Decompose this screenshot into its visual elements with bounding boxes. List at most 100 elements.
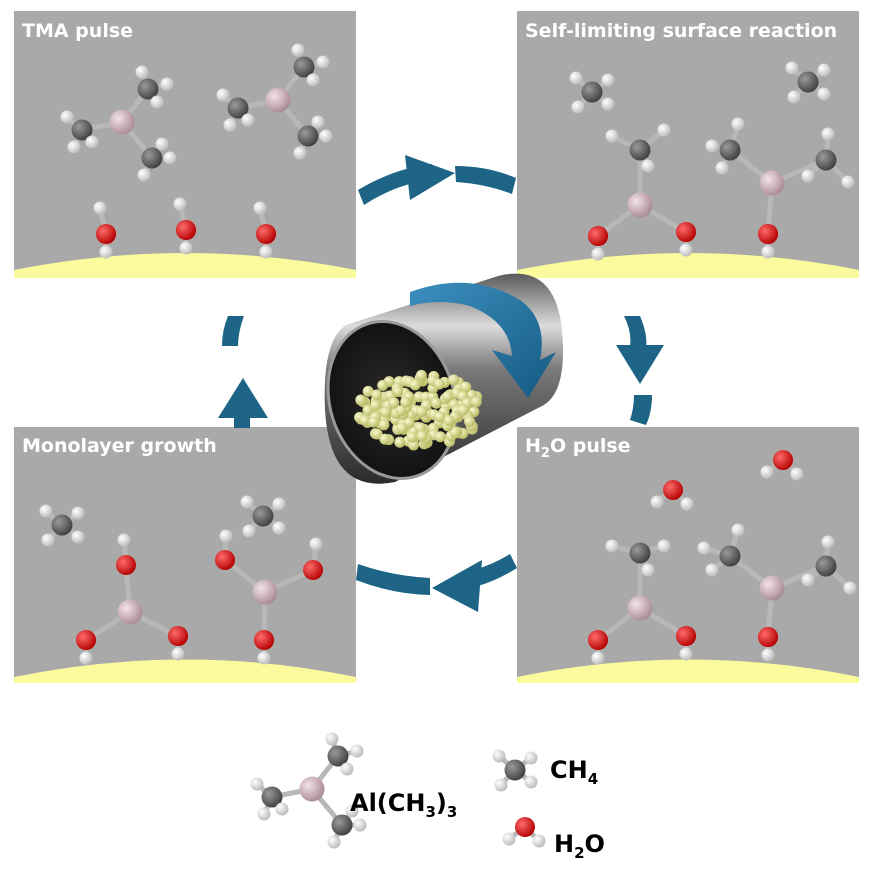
hydrogen-atom [705,139,719,153]
cycle-arrowhead-left [218,378,268,418]
carbon-atom [581,81,603,103]
hydrogen-atom [697,541,711,555]
hydrogen-atom [275,802,289,816]
legend-label-ch4: CH4 [550,756,598,788]
oxygen-atom [588,630,608,650]
oxygen-atom [588,226,608,246]
panel-title: Self-limiting surface reaction [525,20,837,42]
oxygen-atom [116,555,136,575]
hydrogen-atom [821,127,835,141]
reactor-cylinder [324,273,564,484]
carbon-atom [331,814,353,836]
aluminum-atom [627,595,653,621]
powder-particle [359,414,371,426]
cycle-arrow-left [234,418,250,428]
hydrogen-atom [650,495,664,509]
cycle-arrow-bottom-tail [356,564,430,595]
hydrogen-atom [821,535,835,549]
hydrogen-atom [250,777,264,791]
powder-particle [409,379,421,391]
oxygen-atom [254,630,274,650]
hydrogen-atom [241,113,255,127]
powder-particle [406,431,418,443]
cycle-arrow-right-tail [630,395,652,425]
hydrogen-atom [350,744,364,758]
surface-bond-stub [176,220,196,255]
powder-particle [394,436,406,448]
hydrogen-atom [216,88,230,102]
hydrogen-atom [223,118,237,132]
carbon-atom [71,119,93,141]
cycle-arrow-bottom [474,554,517,586]
aluminum-atom [109,109,135,135]
cycle-arrowhead-right [616,345,664,384]
hydrogen-atom [817,63,831,77]
powder-particle [396,422,408,434]
carbon-atom [252,505,274,527]
water-molecule [650,480,694,511]
powder-particle [378,419,390,431]
powder-particle [371,428,383,440]
surface-bond-stub [76,630,96,665]
rotation-arrow [410,282,556,398]
surface-bond-stub [588,630,608,665]
legend-trimethylaluminum-icon [250,732,367,849]
powder-particle [380,406,392,418]
hydrogen-atom [306,73,320,87]
hydrogen-atom [524,775,538,789]
powder-particle [371,389,383,401]
hydrogen-atom [591,247,605,261]
surface-bond-stub [758,627,778,662]
hydrogen-atom [79,651,93,665]
powder-particle [415,369,427,381]
hydrogen-atom [179,241,193,255]
oxygen-atom [215,550,235,570]
hydrogen-atom [679,243,693,257]
hydrogen-atom [494,778,508,792]
oxygen-atom [676,626,696,646]
carbon-atom [51,514,73,536]
hydrogen-atom [316,55,330,69]
panel-h2o-pulse: H2O pulse [517,427,859,683]
surface-bond-stub [676,626,696,661]
hydrogen-atom [85,135,99,149]
hydrogen-atom [135,65,149,79]
hydrogen-atom [117,533,131,547]
legend-methane-icon [492,749,538,792]
powder-particle [416,406,428,418]
aluminum-atom [759,575,785,601]
hydrogen-atom [657,123,671,137]
hydrogen-atom [311,115,325,129]
water-molecule [760,450,804,481]
hydrogen-atom [591,651,605,665]
hydrogen-atom [569,71,583,85]
hydrogen-atom [171,647,185,661]
carbon-atom [719,545,741,567]
surface-bond-stub [676,222,696,257]
surface-bond-stub [254,630,274,665]
trimethylaluminum-molecule [60,65,177,182]
aluminum-atom [299,776,325,802]
oxygen-atom [663,480,683,500]
hydrogen-atom [715,161,729,175]
legend-label-h2o: H2O [554,830,605,862]
oxygen-atom [76,630,96,650]
hydrogen-atom [843,581,857,595]
carbon-atom [629,542,651,564]
hydrogen-atom [345,804,359,818]
carbon-atom [261,786,283,808]
powder-particle [460,381,472,393]
substrate-surface [14,253,356,278]
hydrogen-atom [571,100,585,114]
powder-particle [416,430,428,442]
powder-particle [443,415,455,426]
carbon-atom [815,149,837,171]
hydrogen-atom [242,524,256,538]
hydrogen-atom [641,159,655,173]
hydrogen-atom [319,129,333,143]
surface-bond-stub [168,626,188,661]
methane-molecule [240,495,286,538]
hydrogen-atom [173,197,187,211]
aluminum-atom [627,192,653,218]
